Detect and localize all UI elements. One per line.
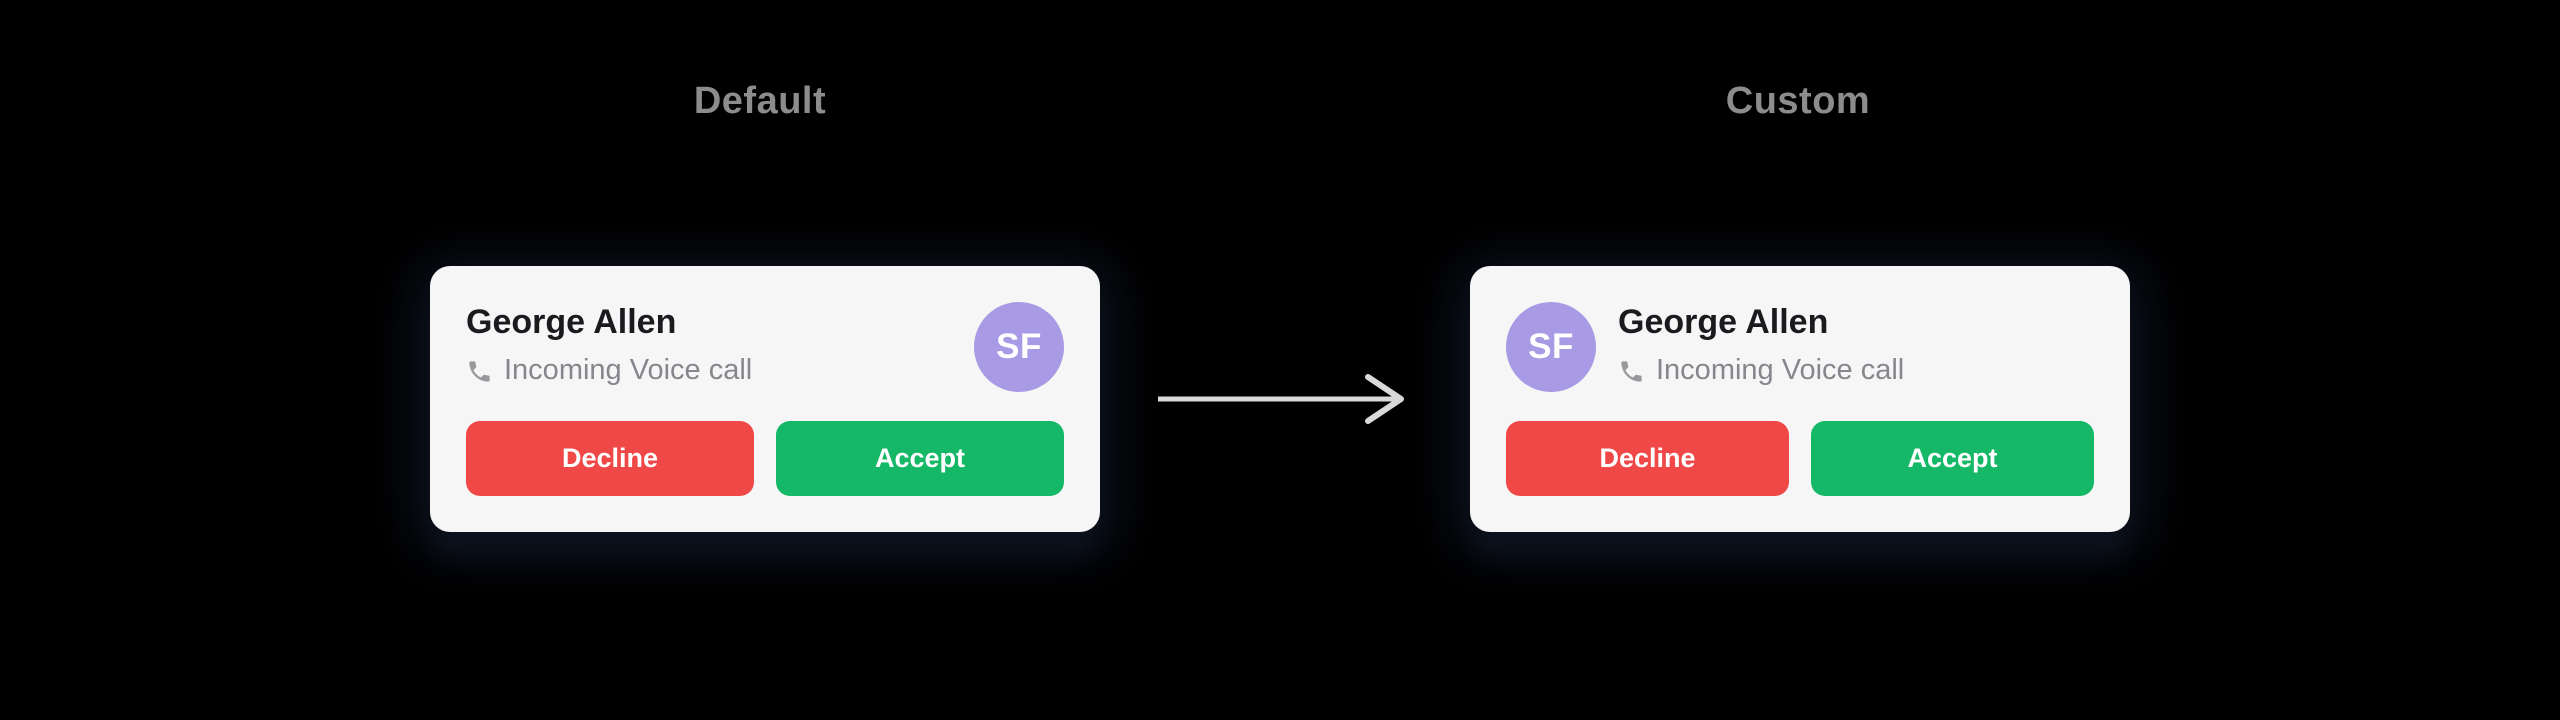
accept-button[interactable]: Accept [1811,421,2094,496]
avatar: SF [1506,302,1596,392]
caller-name: George Allen [1618,303,1829,341]
accept-button[interactable]: Accept [776,421,1064,496]
call-status-text: Incoming Voice call [1656,354,1905,387]
avatar: SF [974,302,1064,392]
call-actions: Decline Accept [466,421,1064,496]
call-card-header: George Allen Incoming Voice call SF [466,302,1064,392]
call-actions: Decline Accept [1506,421,2094,496]
caller-info: George Allen Incoming Voice call [1618,302,1904,390]
incoming-call-card-default: George Allen Incoming Voice call SF Decl… [430,266,1100,532]
phone-icon [466,358,493,385]
caller-name: George Allen [466,303,677,341]
call-status: Incoming Voice call [466,352,752,390]
decline-button[interactable]: Decline [1506,421,1789,496]
call-status-text: Incoming Voice call [504,354,753,387]
section-label-custom: Custom [1725,80,1871,122]
section-label-default: Default [693,80,827,122]
call-status: Incoming Voice call [1618,352,1904,390]
call-card-header: SF George Allen Incoming Voice call [1506,302,2094,392]
caller-info: George Allen Incoming Voice call [466,302,752,390]
decline-button[interactable]: Decline [466,421,754,496]
phone-icon [1618,358,1645,385]
incoming-call-card-custom: SF George Allen Incoming Voice call Decl… [1470,266,2130,532]
arrow-right-icon [1156,373,1406,425]
